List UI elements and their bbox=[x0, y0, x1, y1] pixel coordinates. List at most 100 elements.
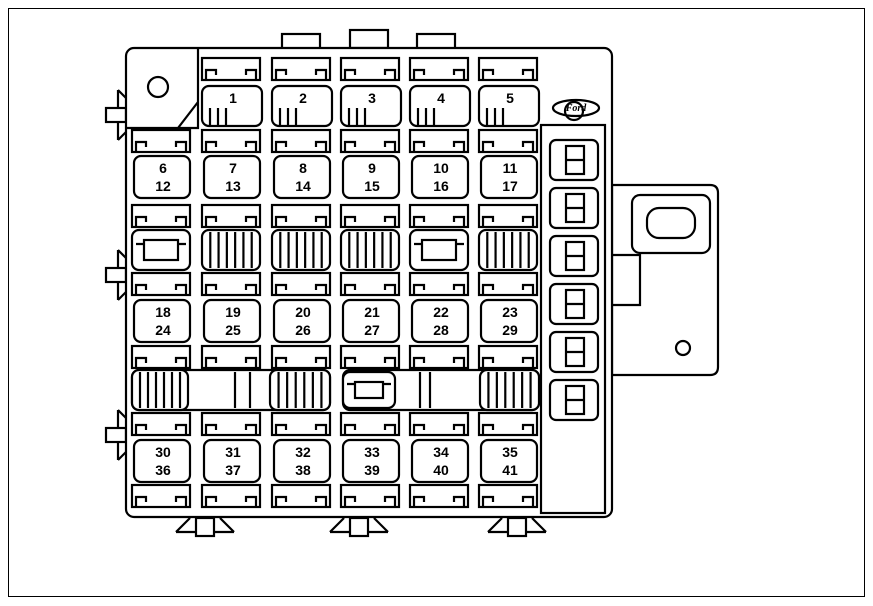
clip-terminal bbox=[481, 495, 535, 507]
relay bbox=[200, 228, 262, 272]
bottom-foot-pin bbox=[194, 516, 216, 538]
fuse-clip bbox=[408, 128, 470, 154]
clip-terminal bbox=[204, 495, 258, 507]
fuse-number-23: 23 bbox=[502, 304, 518, 320]
clip-terminal bbox=[481, 68, 535, 80]
fuse-number-26: 26 bbox=[295, 322, 311, 338]
fuse-clip bbox=[270, 483, 332, 509]
fuse-number-24: 24 bbox=[155, 322, 171, 338]
mounting-bracket bbox=[610, 183, 720, 377]
clip-terminal bbox=[204, 140, 258, 152]
clip-terminal bbox=[134, 140, 188, 152]
fuse-number-18: 18 bbox=[155, 304, 171, 320]
relay bbox=[130, 368, 190, 412]
fuse-number-36: 36 bbox=[155, 462, 171, 478]
clip-terminal bbox=[481, 140, 535, 152]
clip-terminal bbox=[412, 68, 466, 80]
diagram-frame bbox=[8, 8, 865, 597]
fuse-slot bbox=[202, 298, 262, 344]
fuse-clip bbox=[130, 128, 192, 154]
fuse-number-20: 20 bbox=[295, 304, 311, 320]
fuse-clip bbox=[408, 271, 470, 297]
fuse-number-8: 8 bbox=[299, 160, 307, 176]
fuse-clip bbox=[200, 128, 262, 154]
fuse-number-33: 33 bbox=[364, 444, 380, 460]
fuse-number-21: 21 bbox=[364, 304, 380, 320]
fuse-number-15: 15 bbox=[364, 178, 380, 194]
fuse-clip bbox=[130, 344, 192, 370]
corner-block bbox=[126, 48, 200, 130]
relay bbox=[408, 228, 470, 272]
clip-terminal bbox=[134, 356, 188, 368]
fuse-clip bbox=[200, 271, 262, 297]
fuse-clip bbox=[339, 411, 401, 437]
fuse-number-14: 14 bbox=[295, 178, 311, 194]
relay-number-3: 3 bbox=[368, 90, 376, 106]
fuse-clip bbox=[270, 128, 332, 154]
fuse-clip bbox=[408, 483, 470, 509]
clip-terminal bbox=[204, 356, 258, 368]
clip-terminal bbox=[274, 140, 328, 152]
clip-terminal bbox=[343, 356, 397, 368]
fuse-slot bbox=[479, 298, 539, 344]
relay-core bbox=[142, 238, 180, 262]
fuse-number-31: 31 bbox=[225, 444, 241, 460]
fuse-clip bbox=[270, 411, 332, 437]
fuse-slot bbox=[479, 154, 539, 200]
fuse-number-17: 17 bbox=[502, 178, 518, 194]
fuse-clip bbox=[130, 483, 192, 509]
side-clip-pin bbox=[104, 426, 128, 444]
fuse-slot bbox=[202, 154, 262, 200]
clip-terminal bbox=[204, 215, 258, 227]
fuse-number-6: 6 bbox=[159, 160, 167, 176]
fuse-clip bbox=[477, 128, 539, 154]
bracket-slot bbox=[630, 193, 712, 255]
fuse-clip bbox=[477, 203, 539, 229]
fuse-clip bbox=[477, 271, 539, 297]
fuse-clip bbox=[270, 344, 332, 370]
clip-terminal bbox=[343, 68, 397, 80]
relay-core bbox=[420, 238, 458, 262]
fuse-number-28: 28 bbox=[433, 322, 449, 338]
fuse-slot bbox=[479, 438, 539, 484]
relay bbox=[270, 228, 332, 272]
clip-terminal bbox=[274, 356, 328, 368]
relay-core bbox=[353, 380, 385, 400]
relay bbox=[130, 228, 192, 272]
fuse-number-27: 27 bbox=[364, 322, 380, 338]
clip-terminal bbox=[412, 215, 466, 227]
clip-terminal bbox=[412, 140, 466, 152]
clip-terminal bbox=[481, 356, 535, 368]
fuse-slot bbox=[132, 154, 192, 200]
clip-terminal bbox=[134, 423, 188, 435]
bottom-foot-pin bbox=[348, 516, 370, 538]
fuse-clip bbox=[270, 203, 332, 229]
fuse-clip bbox=[200, 203, 262, 229]
relay-number-4: 4 bbox=[437, 90, 445, 106]
fuse-number-39: 39 bbox=[364, 462, 380, 478]
fuse-clip bbox=[408, 344, 470, 370]
fuse-slot bbox=[132, 298, 192, 344]
fuse-clip bbox=[477, 483, 539, 509]
fuse-number-9: 9 bbox=[368, 160, 376, 176]
clip-terminal bbox=[274, 283, 328, 295]
fuse-clip bbox=[130, 271, 192, 297]
fuse-number-7: 7 bbox=[229, 160, 237, 176]
clip-terminal bbox=[412, 495, 466, 507]
fuse-number-13: 13 bbox=[225, 178, 241, 194]
mounting-tab bbox=[348, 28, 390, 50]
fuse-clip bbox=[200, 411, 262, 437]
fuse-number-37: 37 bbox=[225, 462, 241, 478]
fuse-number-38: 38 bbox=[295, 462, 311, 478]
fuse-number-35: 35 bbox=[502, 444, 518, 460]
relay bbox=[268, 368, 332, 412]
fuse-number-16: 16 bbox=[433, 178, 449, 194]
fuse-slot bbox=[272, 154, 332, 200]
clip-terminal bbox=[343, 215, 397, 227]
fuse-clip bbox=[408, 411, 470, 437]
fuse-number-34: 34 bbox=[433, 444, 449, 460]
clip-terminal bbox=[134, 283, 188, 295]
clip-terminal bbox=[343, 140, 397, 152]
fuse-clip bbox=[339, 128, 401, 154]
relay-number-2: 2 bbox=[299, 90, 307, 106]
